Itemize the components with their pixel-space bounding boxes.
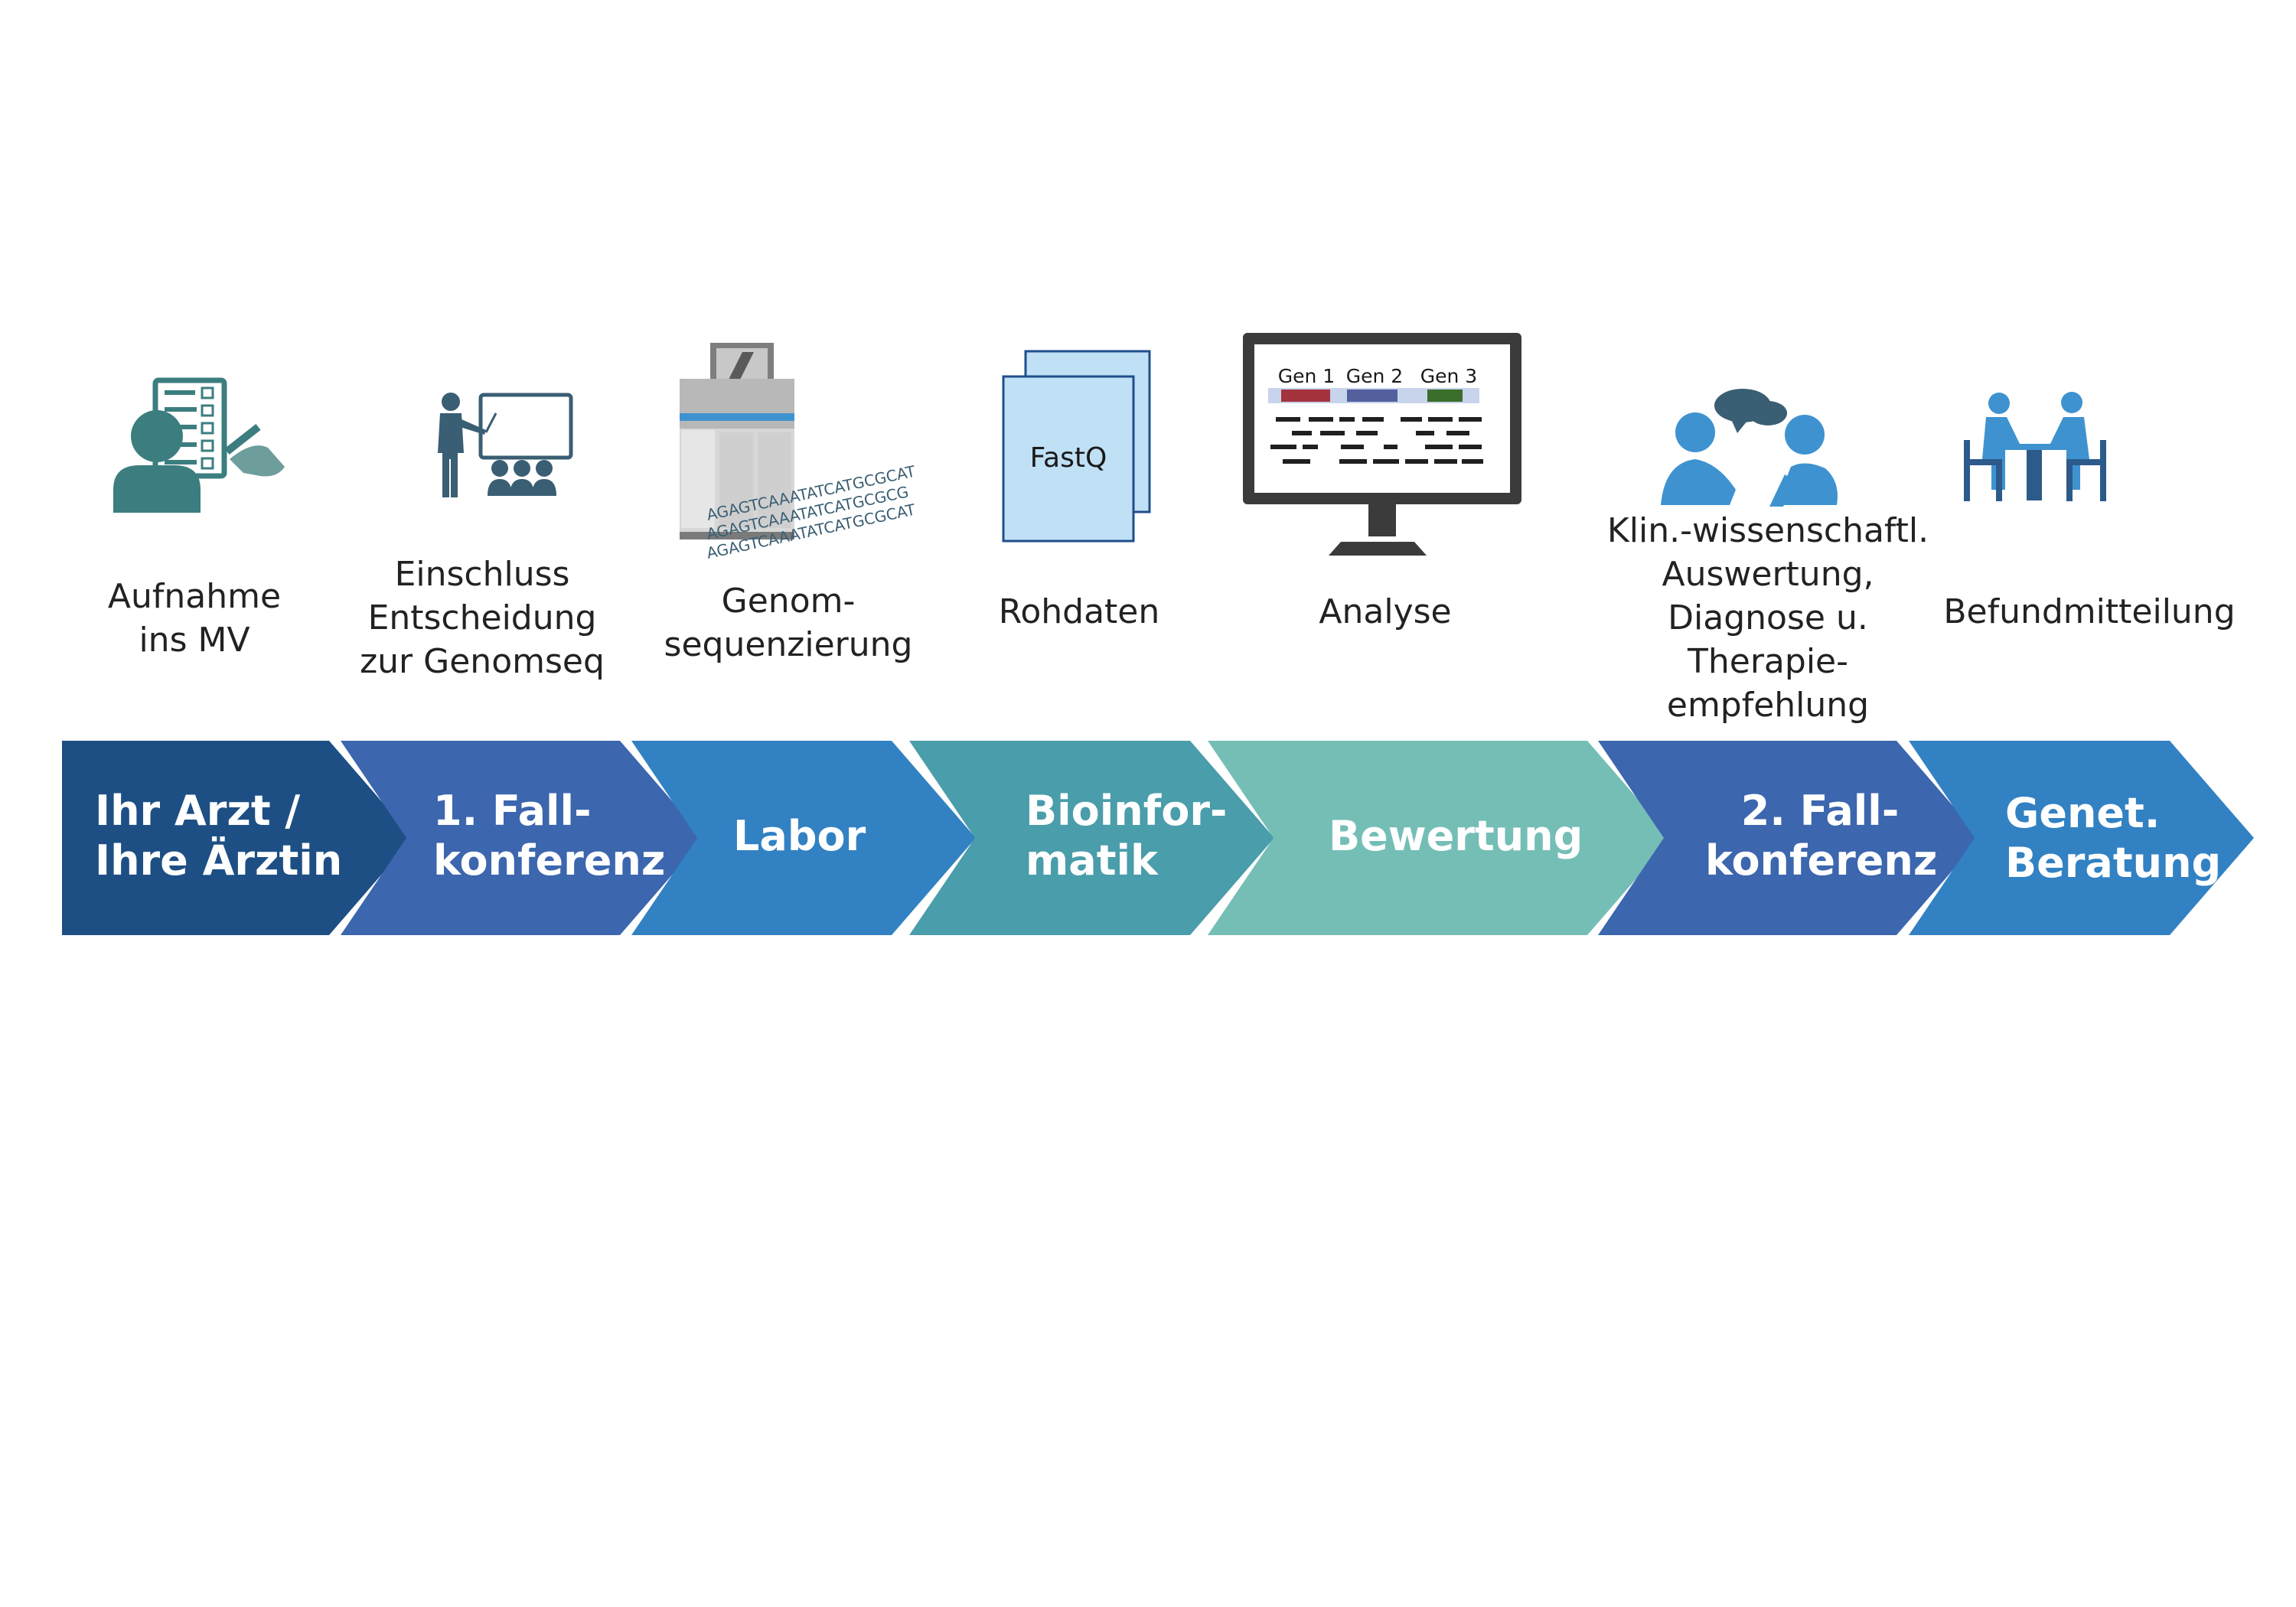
checklist-patient-icon — [113, 377, 285, 513]
chevron-text-bewertung: Bewertung — [1329, 812, 1583, 860]
process-chevrons — [62, 741, 2254, 935]
consultation-table-icon — [1964, 392, 2106, 501]
step-label-befund: Befundmitteilung — [1943, 592, 2236, 631]
step-label-rohdaten: Rohdaten — [998, 592, 1160, 631]
step-label-einschluss: Einschluss Entscheidung zur Genomseq — [360, 555, 605, 681]
chevron-text-ihr-arzt: Ihr Arzt / Ihre Ärztin — [95, 787, 343, 885]
chevron-rohdaten — [909, 741, 1274, 935]
dna-sequencer-icon: AGAGTCAAATATCATGCGCAT AGAGTCAAATATCATGCG… — [680, 343, 918, 562]
chevron-text-bioinformatik: Bioinfor- matik — [1026, 787, 1228, 885]
presentation-board-icon — [438, 393, 573, 497]
step-label-auswertung: Klin.-wissenschaftl. Auswertung, Diagnos… — [1606, 511, 1929, 725]
fastq-files-icon: FastQ — [1002, 350, 1151, 543]
chevron-befund — [1909, 741, 2254, 935]
chevron-text-labor: Labor — [733, 812, 866, 860]
discussion-people-icon — [1661, 389, 1838, 507]
gene-label: Gen 1 — [1278, 365, 1335, 387]
chevron-text-genet-beratung: Genet. Beratung — [2005, 789, 2222, 887]
analysis-monitor-icon: Gen 1 Gen 2 Gen 3 — [1243, 333, 1521, 556]
chevron-sequenzierung — [631, 741, 976, 935]
chevron-text-fallkonferenz-2: 2. Fall- konferenz — [1705, 787, 1938, 885]
fastq-label: FastQ — [1030, 442, 1107, 474]
gene-label: Gen 3 — [1420, 365, 1477, 387]
gene-label: Gen 2 — [1346, 365, 1403, 387]
chevron-analyse — [1208, 741, 1671, 935]
chevron-einschluss — [341, 741, 704, 935]
step-label-aufnahme: Aufnahme ins MV — [107, 577, 282, 660]
chevron-aufnahme — [62, 741, 413, 935]
step-label-analyse: Analyse — [1319, 592, 1452, 631]
chevron-text-fallkonferenz-1: 1. Fall- konferenz — [433, 787, 666, 885]
chevron-auswertung — [1598, 741, 1981, 935]
step-label-sequenzierung: Genom- sequenzierung — [664, 582, 913, 664]
